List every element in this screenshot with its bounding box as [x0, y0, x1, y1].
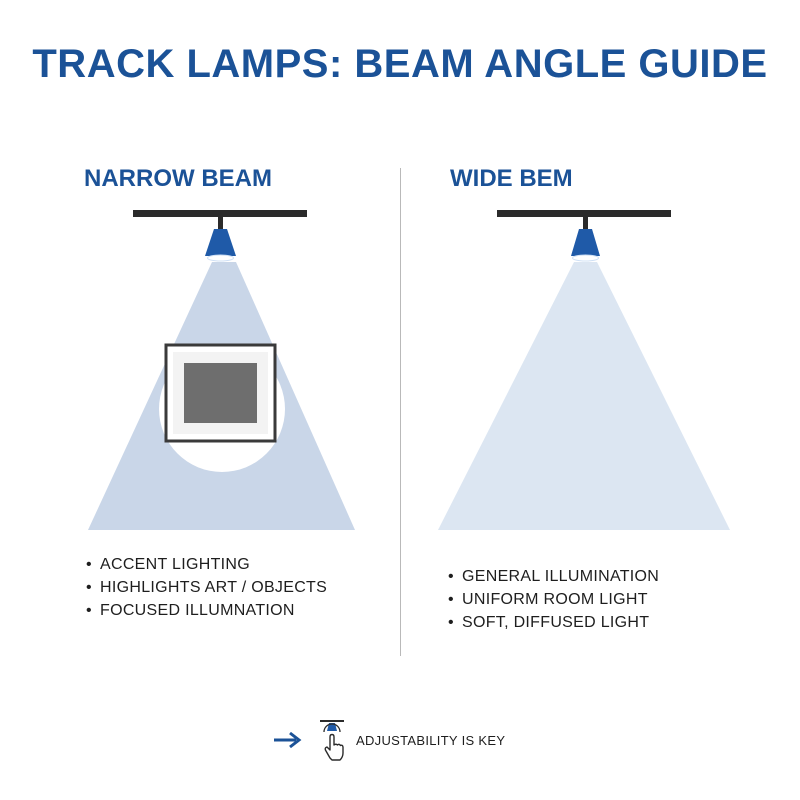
list-item: •GENERAL ILLUMINATION — [448, 568, 660, 585]
narrow-lamp-glow — [207, 254, 234, 262]
wide-lamp-head-icon — [571, 229, 600, 256]
narrow-beam-heading: NARROW BEAM — [84, 165, 272, 192]
wide-lamp-glow — [572, 254, 599, 262]
list-item: •HIGHLIGHTS ART / OBJECTS — [86, 579, 328, 596]
list-item: •ACCENT LIGHTING — [86, 556, 250, 573]
list-item: •FOCUSED ILLUMNATION — [86, 602, 295, 619]
narrow-feature-list: •ACCENT LIGHTING •HIGHLIGHTS ART / OBJEC… — [86, 553, 327, 622]
wide-beam-cone — [438, 262, 730, 530]
list-item: •SOFT, DIFFUSED LIGHT — [448, 614, 650, 631]
wide-track-rail — [497, 210, 671, 217]
arrow-right-icon — [274, 731, 302, 749]
footer-note: ADJUSTABILITY IS KEY — [272, 718, 505, 762]
narrow-beam-group — [88, 210, 355, 530]
page-title: TRACK LAMPS: BEAM ANGLE GUIDE — [32, 42, 768, 86]
narrow-track-rail — [133, 210, 307, 217]
wide-feature-list: •GENERAL ILLUMINATION •UNIFORM ROOM LIGH… — [448, 565, 659, 634]
adjust-hand-icon — [320, 720, 344, 761]
narrow-lamp-head-icon — [205, 229, 236, 256]
narrow-lamp-stem — [218, 217, 223, 229]
column-divider — [400, 168, 401, 656]
wide-beam-heading: WIDE BEM — [450, 165, 573, 192]
list-item: •UNIFORM ROOM LIGHT — [448, 591, 648, 608]
art-picture — [184, 363, 257, 423]
wide-lamp-stem — [583, 217, 588, 229]
footer-label: ADJUSTABILITY IS KEY — [356, 732, 506, 748]
wide-beam-group — [438, 210, 730, 530]
